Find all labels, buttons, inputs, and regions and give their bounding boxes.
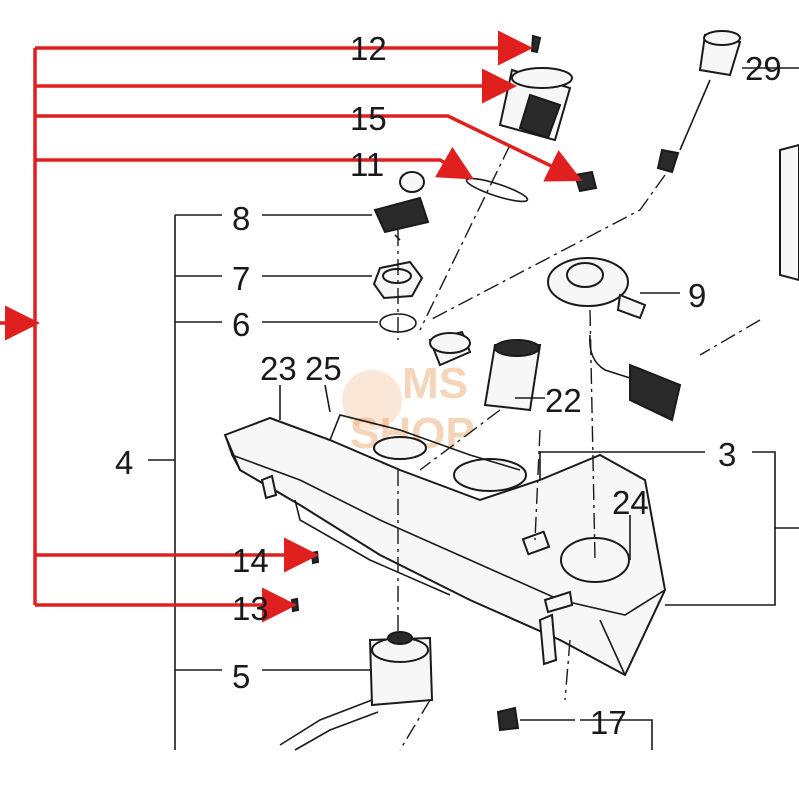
socket-housing — [498, 67, 573, 142]
part-14-pin — [310, 550, 320, 565]
callout-9: 9 — [688, 277, 706, 314]
callout-8: 8 — [232, 200, 250, 237]
edge-component — [779, 143, 799, 282]
leader-lines — [148, 67, 799, 750]
callout-labels: 12 15 11 29 8 7 6 9 23 25 22 4 3 24 14 1… — [115, 30, 782, 741]
part-5-connector — [279, 631, 434, 751]
callout-11: 11 — [350, 146, 384, 183]
callout-15: 15 — [350, 100, 387, 137]
part-17-screw — [496, 706, 520, 732]
part-11-ring — [465, 177, 529, 203]
callout-13: 13 — [232, 590, 269, 627]
part-12-pin — [530, 34, 542, 54]
callout-22: 22 — [545, 382, 582, 419]
part-15-clip — [573, 170, 598, 193]
callout-3: 3 — [718, 436, 736, 473]
callout-17: 17 — [590, 704, 627, 741]
callout-29: 29 — [745, 50, 782, 87]
red-arrows — [0, 30, 583, 623]
assembly-lines — [397, 144, 761, 751]
part-6-seal — [379, 313, 472, 367]
part-8-cap — [373, 171, 430, 241]
callout-23: 23 — [260, 350, 297, 387]
part-22-socket — [483, 339, 542, 412]
callout-14: 14 — [232, 542, 269, 579]
part-9-switch — [547, 257, 682, 422]
callout-5: 5 — [232, 658, 250, 695]
callout-24: 24 — [612, 484, 649, 521]
callout-7: 7 — [232, 260, 250, 297]
callout-12: 12 — [350, 30, 387, 67]
dashboard-housing — [223, 414, 667, 677]
callout-25: 25 — [305, 350, 342, 387]
callout-4: 4 — [115, 444, 133, 481]
part-13-pin — [290, 597, 300, 613]
part-29-probe — [656, 30, 742, 174]
callout-6: 6 — [232, 306, 250, 343]
watermark-line1: MS — [402, 359, 468, 408]
